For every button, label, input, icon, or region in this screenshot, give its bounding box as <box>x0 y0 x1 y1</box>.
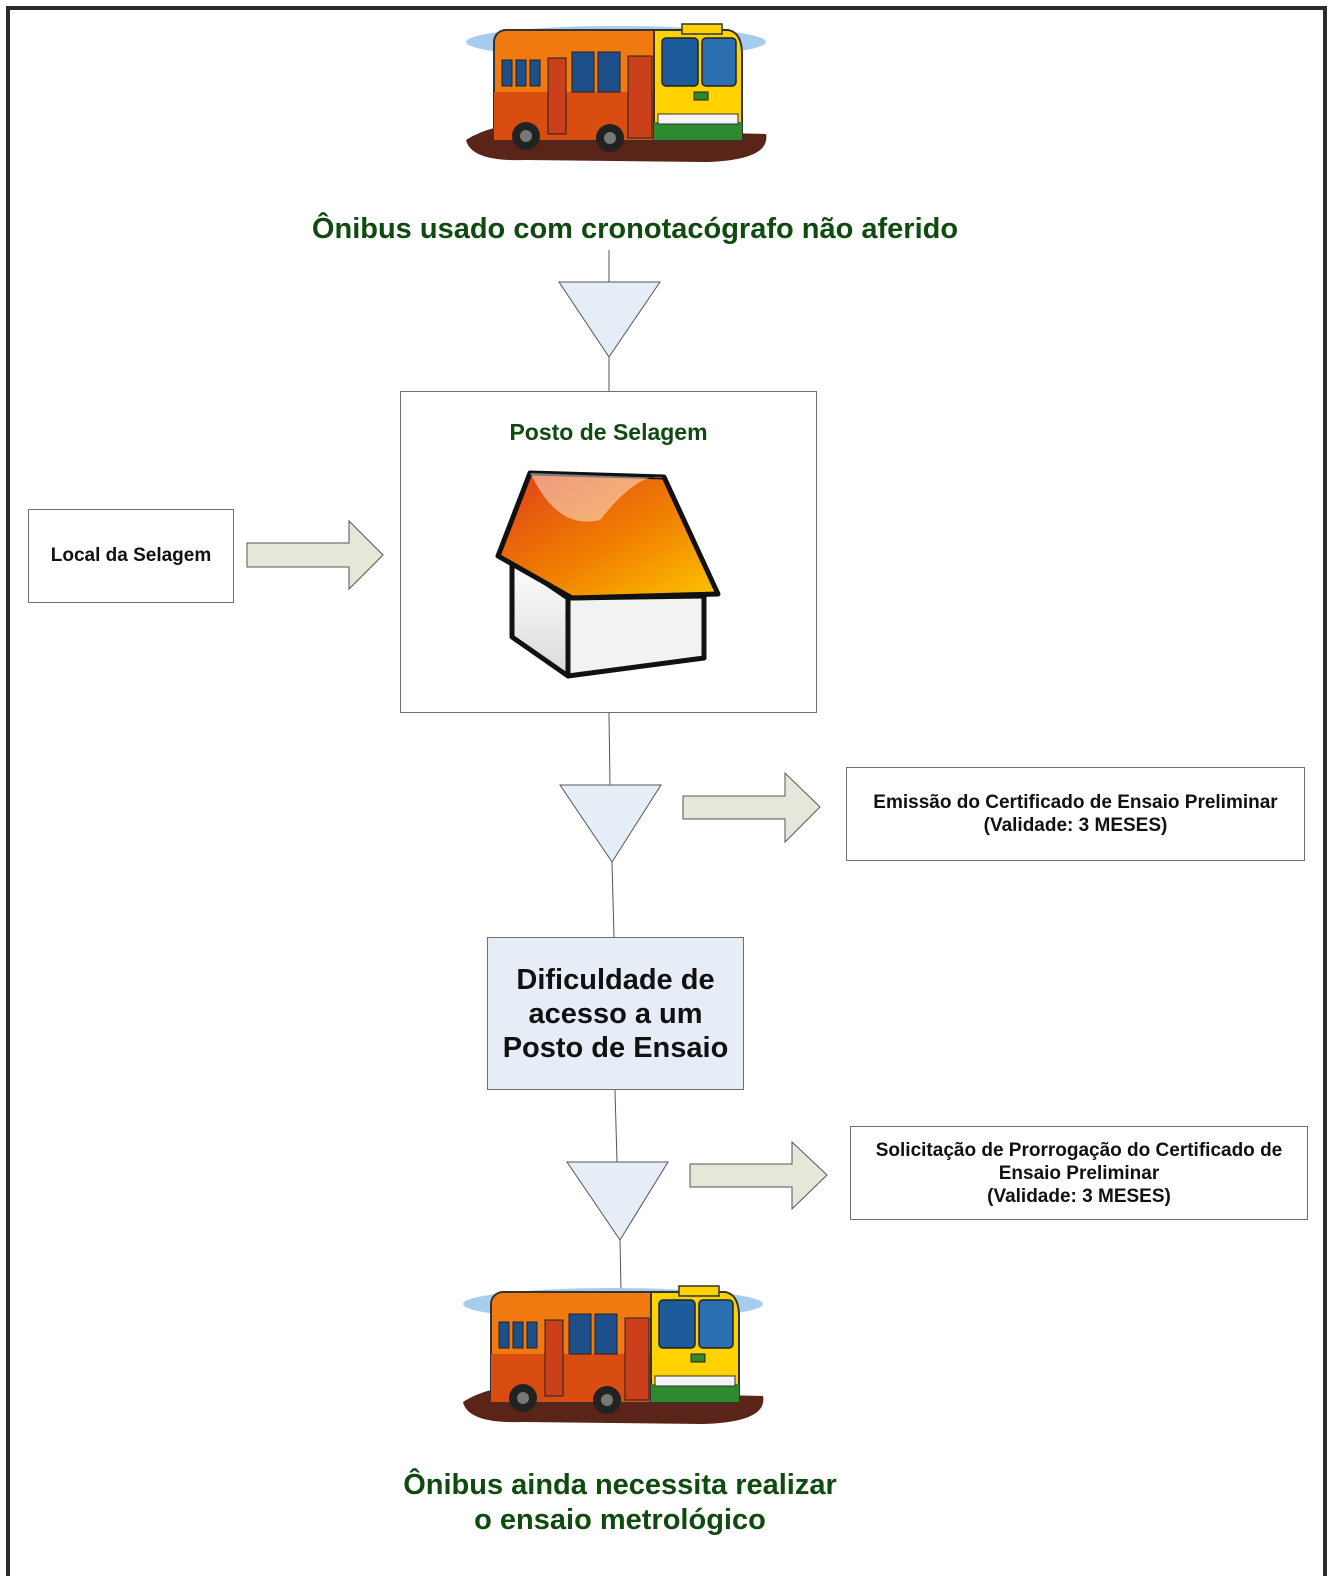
arrow-right-icon <box>682 771 821 844</box>
bottom-title: Ônibus ainda necessita realizar o ensaio… <box>403 1469 837 1536</box>
top-title: Ônibus usado com cronotacógrafo não afer… <box>311 213 959 245</box>
emissao-certificado-label: Emissão do Certificado de Ensaio Prelimi… <box>873 792 1278 836</box>
triangle-down-icon <box>566 1161 669 1241</box>
arrow-right-icon <box>246 519 384 591</box>
arrow-right-icon <box>689 1140 828 1211</box>
triangle-down-icon <box>558 281 661 358</box>
solicitacao-prorrogacao-box: Solicitação de Prorrogação do Certificad… <box>850 1126 1308 1220</box>
flow-connectors <box>608 250 622 1291</box>
solicitacao-prorrogacao-label: Solicitação de Prorrogação do Certificad… <box>875 1139 1283 1207</box>
dificuldade-acesso-label: Dificuldade de acesso a um Posto de Ensa… <box>502 963 729 1064</box>
dificuldade-acesso-box: Dificuldade de acesso a um Posto de Ensa… <box>487 937 744 1090</box>
triangle-down-icon <box>559 784 662 863</box>
bus-icon <box>465 23 768 163</box>
local-selagem-box: Local da Selagem <box>28 509 234 603</box>
bus-icon <box>462 1285 765 1425</box>
emissao-certificado-box: Emissão do Certificado de Ensaio Prelimi… <box>846 767 1305 861</box>
local-selagem-label: Local da Selagem <box>50 545 212 566</box>
posto-selagem-title: Posto de Selagem <box>509 419 708 445</box>
posto-selagem-box: Posto de Selagem <box>400 391 817 713</box>
diagram-frame <box>6 6 1327 1576</box>
